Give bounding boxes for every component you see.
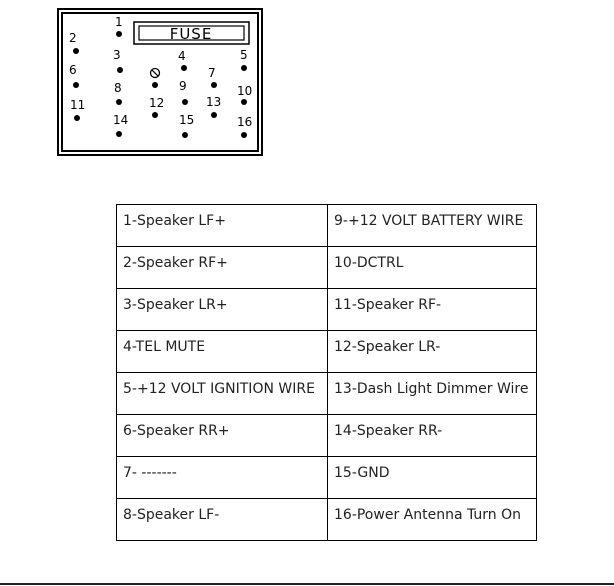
fuse-inner-box bbox=[138, 25, 245, 41]
pin-description: 10-DCTRL bbox=[334, 255, 404, 271]
pin-cell: 8-Speaker LF- bbox=[116, 498, 328, 541]
pin-description: 2-Speaker RF+ bbox=[123, 255, 228, 271]
pin-description: 11-Speaker RF- bbox=[334, 297, 442, 313]
pin-label-9: 9 bbox=[179, 79, 187, 93]
pin-dot-4 bbox=[181, 65, 187, 71]
pin-cell: 1-Speaker LF+ bbox=[116, 204, 328, 247]
pin-description: 6-Speaker RR+ bbox=[123, 423, 230, 439]
pin-label-14: 14 bbox=[113, 113, 128, 127]
pin-dot-9 bbox=[182, 99, 188, 105]
pin-cell: 3-Speaker LR+ bbox=[116, 288, 328, 331]
pin-description: 8-Speaker LF- bbox=[123, 507, 220, 523]
pin-label-13: 13 bbox=[206, 95, 221, 109]
pin-description: 4-TEL MUTE bbox=[123, 339, 206, 355]
pin-cell: 15-GND bbox=[327, 456, 537, 499]
center-pin-dot bbox=[152, 82, 158, 88]
pin-description: 12-Speaker LR- bbox=[334, 339, 441, 355]
table-row: 7- ------- 15-GND bbox=[116, 456, 537, 499]
pin-dot-1 bbox=[116, 31, 122, 37]
pin-cell: 9-+12 VOLT BATTERY WIRE bbox=[327, 204, 537, 247]
pin-dot-12 bbox=[152, 112, 158, 118]
pin-cell: 13-Dash Light Dimmer Wire bbox=[327, 372, 537, 415]
pin-dot-5 bbox=[241, 65, 247, 71]
pin-description: 1-Speaker LF+ bbox=[123, 213, 226, 229]
connector-diagram: FUSE 1 2 3 4 5 6 7 8 9 10 11 12 13 14 15… bbox=[57, 8, 263, 156]
pin-dots bbox=[73, 31, 247, 138]
bottom-border-line bbox=[0, 583, 614, 585]
table-row: 3-Speaker LR+ 11-Speaker RF- bbox=[116, 288, 537, 331]
pin-description: 16-Power Antenna Turn On bbox=[334, 507, 521, 523]
pin-cell: 6-Speaker RR+ bbox=[116, 414, 328, 457]
pin-description: 13-Dash Light Dimmer Wire bbox=[334, 381, 529, 397]
pin-label-10: 10 bbox=[237, 84, 252, 98]
connector-inner-frame bbox=[61, 12, 259, 152]
table-row: 8-Speaker LF- 16-Power Antenna Turn On bbox=[116, 498, 537, 541]
pin-label-11: 11 bbox=[70, 98, 85, 112]
pin-dot-7 bbox=[211, 82, 217, 88]
table-row: 1-Speaker LF+ 9-+12 VOLT BATTERY WIRE bbox=[116, 204, 537, 247]
pin-dot-10 bbox=[241, 99, 247, 105]
pin-cell: 5-+12 VOLT IGNITION WIRE bbox=[116, 372, 328, 415]
pin-cell: 2-Speaker RF+ bbox=[116, 246, 328, 289]
pin-cell: 7- ------- bbox=[116, 456, 328, 499]
pin-label-1: 1 bbox=[115, 15, 123, 29]
pin-label-3: 3 bbox=[113, 48, 121, 62]
pin-cell: 16-Power Antenna Turn On bbox=[327, 498, 537, 541]
pinout-table: 1-Speaker LF+ 9-+12 VOLT BATTERY WIRE 2-… bbox=[116, 204, 537, 541]
pin-dot-13 bbox=[211, 112, 217, 118]
pin-cell: 12-Speaker LR- bbox=[327, 330, 537, 373]
key-marker-icon bbox=[149, 67, 161, 79]
pin-label-8: 8 bbox=[114, 81, 122, 95]
pin-label-5: 5 bbox=[240, 48, 248, 62]
pin-dot-15 bbox=[182, 132, 188, 138]
pin-labels: 1 2 3 4 5 6 7 8 9 10 11 12 13 14 15 16 bbox=[69, 15, 252, 129]
pin-label-4: 4 bbox=[178, 49, 186, 63]
pin-label-15: 15 bbox=[179, 113, 194, 127]
pin-description: 5-+12 VOLT IGNITION WIRE bbox=[123, 381, 315, 397]
pin-dot-6 bbox=[73, 82, 79, 88]
pin-label-6: 6 bbox=[69, 63, 77, 77]
pin-description: 14-Speaker RR- bbox=[334, 423, 443, 439]
pin-dot-16 bbox=[241, 132, 247, 138]
pin-description: 3-Speaker LR+ bbox=[123, 297, 228, 313]
pin-label-2: 2 bbox=[69, 31, 77, 45]
fuse-outer-box bbox=[133, 21, 250, 45]
pin-dot-3 bbox=[117, 67, 123, 73]
table-row: 5-+12 VOLT IGNITION WIRE 13-Dash Light D… bbox=[116, 372, 537, 415]
fuse-block: FUSE bbox=[133, 21, 250, 45]
pin-dot-11 bbox=[74, 115, 80, 121]
pin-dot-14 bbox=[116, 131, 122, 137]
fuse-label: FUSE bbox=[170, 25, 213, 43]
pin-description: 15-GND bbox=[334, 465, 390, 481]
table-row: 6-Speaker RR+ 14-Speaker RR- bbox=[116, 414, 537, 457]
pin-cell: 10-DCTRL bbox=[327, 246, 537, 289]
pin-label-12: 12 bbox=[149, 96, 164, 110]
pin-cell: 14-Speaker RR- bbox=[327, 414, 537, 457]
pin-dot-2 bbox=[73, 48, 79, 54]
table-row: 2-Speaker RF+ 10-DCTRL bbox=[116, 246, 537, 289]
pin-description: 7- ------- bbox=[123, 465, 177, 481]
connector-outer-frame bbox=[57, 8, 263, 156]
pin-dot-8 bbox=[116, 99, 122, 105]
pin-cell: 4-TEL MUTE bbox=[116, 330, 328, 373]
pin-label-7: 7 bbox=[208, 66, 216, 80]
pin-description: 9-+12 VOLT BATTERY WIRE bbox=[334, 213, 524, 229]
pin-label-16: 16 bbox=[237, 115, 252, 129]
pin-cell: 11-Speaker RF- bbox=[327, 288, 537, 331]
table-row: 4-TEL MUTE 12-Speaker LR- bbox=[116, 330, 537, 373]
